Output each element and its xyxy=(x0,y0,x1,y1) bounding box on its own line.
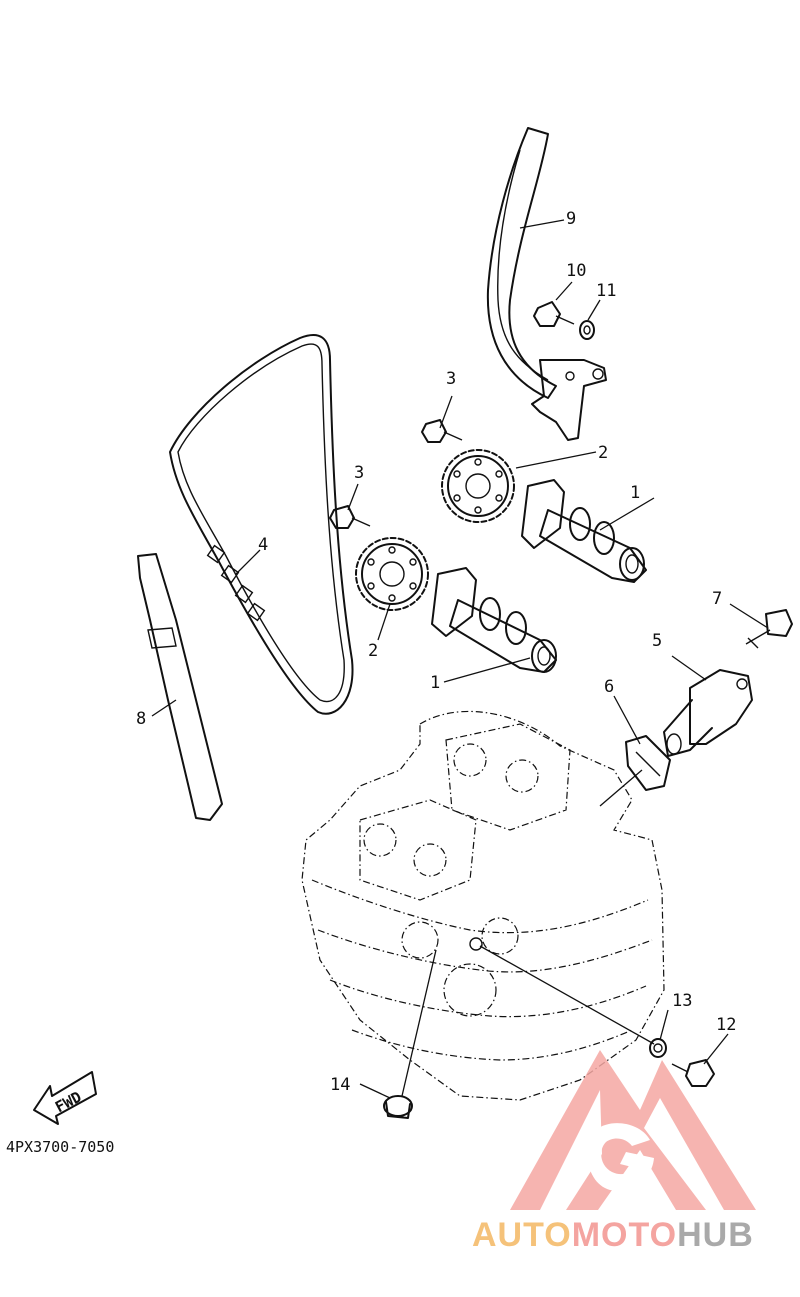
dowel-14 xyxy=(383,1095,413,1119)
label-7: 7 xyxy=(712,589,722,609)
chain-guide-upper xyxy=(486,127,607,441)
leader-lines xyxy=(151,219,769,1099)
label-13: 13 xyxy=(672,991,692,1011)
cylinder-head xyxy=(301,710,665,1101)
timing-chain xyxy=(169,333,354,715)
label-14: 14 xyxy=(330,1075,350,1095)
gasket-6 xyxy=(625,735,671,791)
camshaft-lower xyxy=(431,567,557,673)
label-8: 8 xyxy=(136,709,146,729)
washer-11 xyxy=(579,320,595,340)
camshaft-upper xyxy=(521,479,647,583)
watermark-brand: AUTOMOTOHUB xyxy=(472,1216,754,1254)
washer-13 xyxy=(649,1038,667,1058)
bolt-3-lower xyxy=(329,505,371,529)
label-2-lower: 2 xyxy=(368,641,378,661)
label-4: 4 xyxy=(258,535,268,555)
label-3-lower: 3 xyxy=(354,463,364,483)
label-1-lower: 1 xyxy=(430,673,440,693)
label-5: 5 xyxy=(652,631,662,651)
label-10: 10 xyxy=(566,261,586,281)
diagram-code: 4PX3700-7050 xyxy=(6,1138,114,1156)
watermark-logo-icon xyxy=(510,1050,756,1210)
label-6: 6 xyxy=(604,677,614,697)
label-9: 9 xyxy=(566,209,576,229)
label-12: 12 xyxy=(716,1015,736,1035)
cam-sprocket-upper xyxy=(441,449,515,523)
bolt-10 xyxy=(533,301,575,327)
bolt-3-upper xyxy=(421,419,463,443)
chain-tensioner xyxy=(663,669,753,757)
bolt-7 xyxy=(745,609,793,649)
bolt-12 xyxy=(671,1059,715,1087)
label-2-upper: 2 xyxy=(598,443,608,463)
label-11: 11 xyxy=(596,281,616,301)
label-1-upper: 1 xyxy=(630,483,640,503)
cam-sprocket-lower xyxy=(355,537,429,611)
fwd-arrow-icon: FWD xyxy=(33,1071,97,1125)
label-3-upper: 3 xyxy=(446,369,456,389)
chain-guide-lower xyxy=(137,553,223,821)
